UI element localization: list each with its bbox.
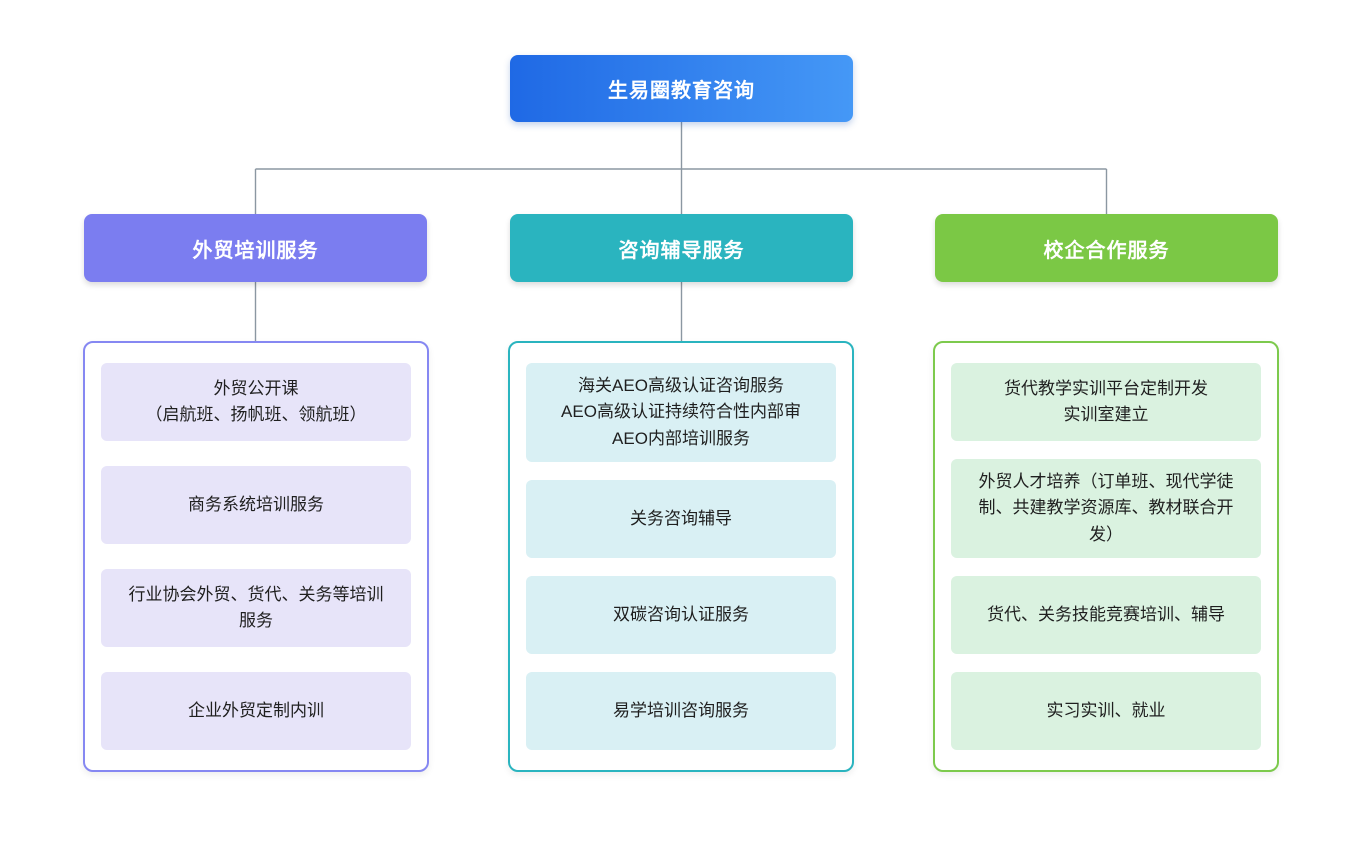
branch-item: 行业协会外贸、货代、关务等培训服务 [101,569,411,647]
branch-header-consulting-coaching: 咨询辅导服务 [510,214,853,282]
branch-item: 关务咨询辅导 [526,480,836,559]
branch-header-label: 校企合作服务 [1043,239,1170,262]
branch-group-consulting-coaching: 海关AEO高级认证咨询服务 AEO高级认证持续符合性内部审 AEO内部培训服务 … [508,341,854,772]
branch-item: 外贸公开课 （启航班、扬帆班、领航班） [101,363,411,441]
branch-item: 双碳咨询认证服务 [526,576,836,654]
branch-group-foreign-trade-training: 外贸公开课 （启航班、扬帆班、领航班） 商务系统培训服务 行业协会外贸、货代、关… [83,341,429,772]
branch-header-label: 外贸培训服务 [192,239,319,262]
branch-header-label: 咨询辅导服务 [618,239,745,262]
branch-group-school-enterprise-cooperation: 货代教学实训平台定制开发 实训室建立 外贸人才培养（订单班、现代学徒制、共建教学… [933,341,1279,772]
branch-header-foreign-trade-training: 外贸培训服务 [84,214,427,282]
branch-item: 货代、关务技能竞赛培训、辅导 [951,576,1261,654]
root-node: 生易圈教育咨询 [510,55,853,122]
branch-header-school-enterprise-cooperation: 校企合作服务 [935,214,1278,282]
branch-item: 易学培训咨询服务 [526,671,836,750]
branch-item: 实习实训、就业 [951,671,1261,750]
branch-item: 商务系统培训服务 [101,466,411,544]
branch-item: 货代教学实训平台定制开发 实训室建立 [951,363,1261,441]
root-node-label: 生易圈教育咨询 [608,80,755,102]
branch-item: 企业外贸定制内训 [101,672,411,750]
branch-item: 海关AEO高级认证咨询服务 AEO高级认证持续符合性内部审 AEO内部培训服务 [526,363,836,463]
branch-item: 外贸人才培养（订单班、现代学徒制、共建教学资源库、教材联合开发） [951,458,1261,559]
